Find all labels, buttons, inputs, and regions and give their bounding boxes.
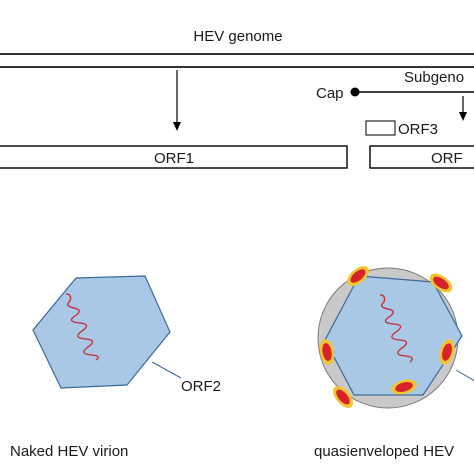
orf2-pointer-line bbox=[151, 361, 182, 379]
subgenomic-arrowhead bbox=[459, 112, 467, 121]
orf2-pointer-label: ORF2 bbox=[181, 378, 221, 395]
orf3-box bbox=[365, 120, 396, 136]
orf1-label: ORF1 bbox=[154, 150, 194, 167]
quasi-virion-label: quasienveloped HEV bbox=[314, 443, 454, 460]
orf3-protein-4 bbox=[439, 339, 455, 365]
orf3-protein-2 bbox=[429, 273, 453, 293]
orf3-label: ORF3 bbox=[398, 121, 438, 138]
orf3-protein-5 bbox=[333, 386, 353, 408]
naked-virion-label: Naked HEV virion bbox=[10, 443, 128, 460]
orf2-bar bbox=[369, 145, 474, 169]
cap-label: Cap bbox=[316, 85, 344, 102]
genome-bar bbox=[0, 53, 474, 68]
subgenomic-label: Subgeno bbox=[404, 69, 464, 86]
naked-capsid-hexagon bbox=[32, 275, 171, 389]
quasi-pointer-line bbox=[455, 369, 474, 382]
orf3-protein-3 bbox=[319, 339, 335, 365]
genome-title: HEV genome bbox=[193, 28, 282, 45]
orf2-bar-label: ORF bbox=[431, 150, 463, 167]
quasi-rna-strand bbox=[379, 294, 413, 363]
orf1-bar bbox=[0, 145, 348, 169]
orf3-protein-1 bbox=[347, 266, 369, 286]
naked-rna-strand bbox=[65, 293, 99, 361]
orf3-protein-6 bbox=[391, 379, 417, 395]
genome-to-orf1-arrowhead bbox=[173, 122, 181, 131]
